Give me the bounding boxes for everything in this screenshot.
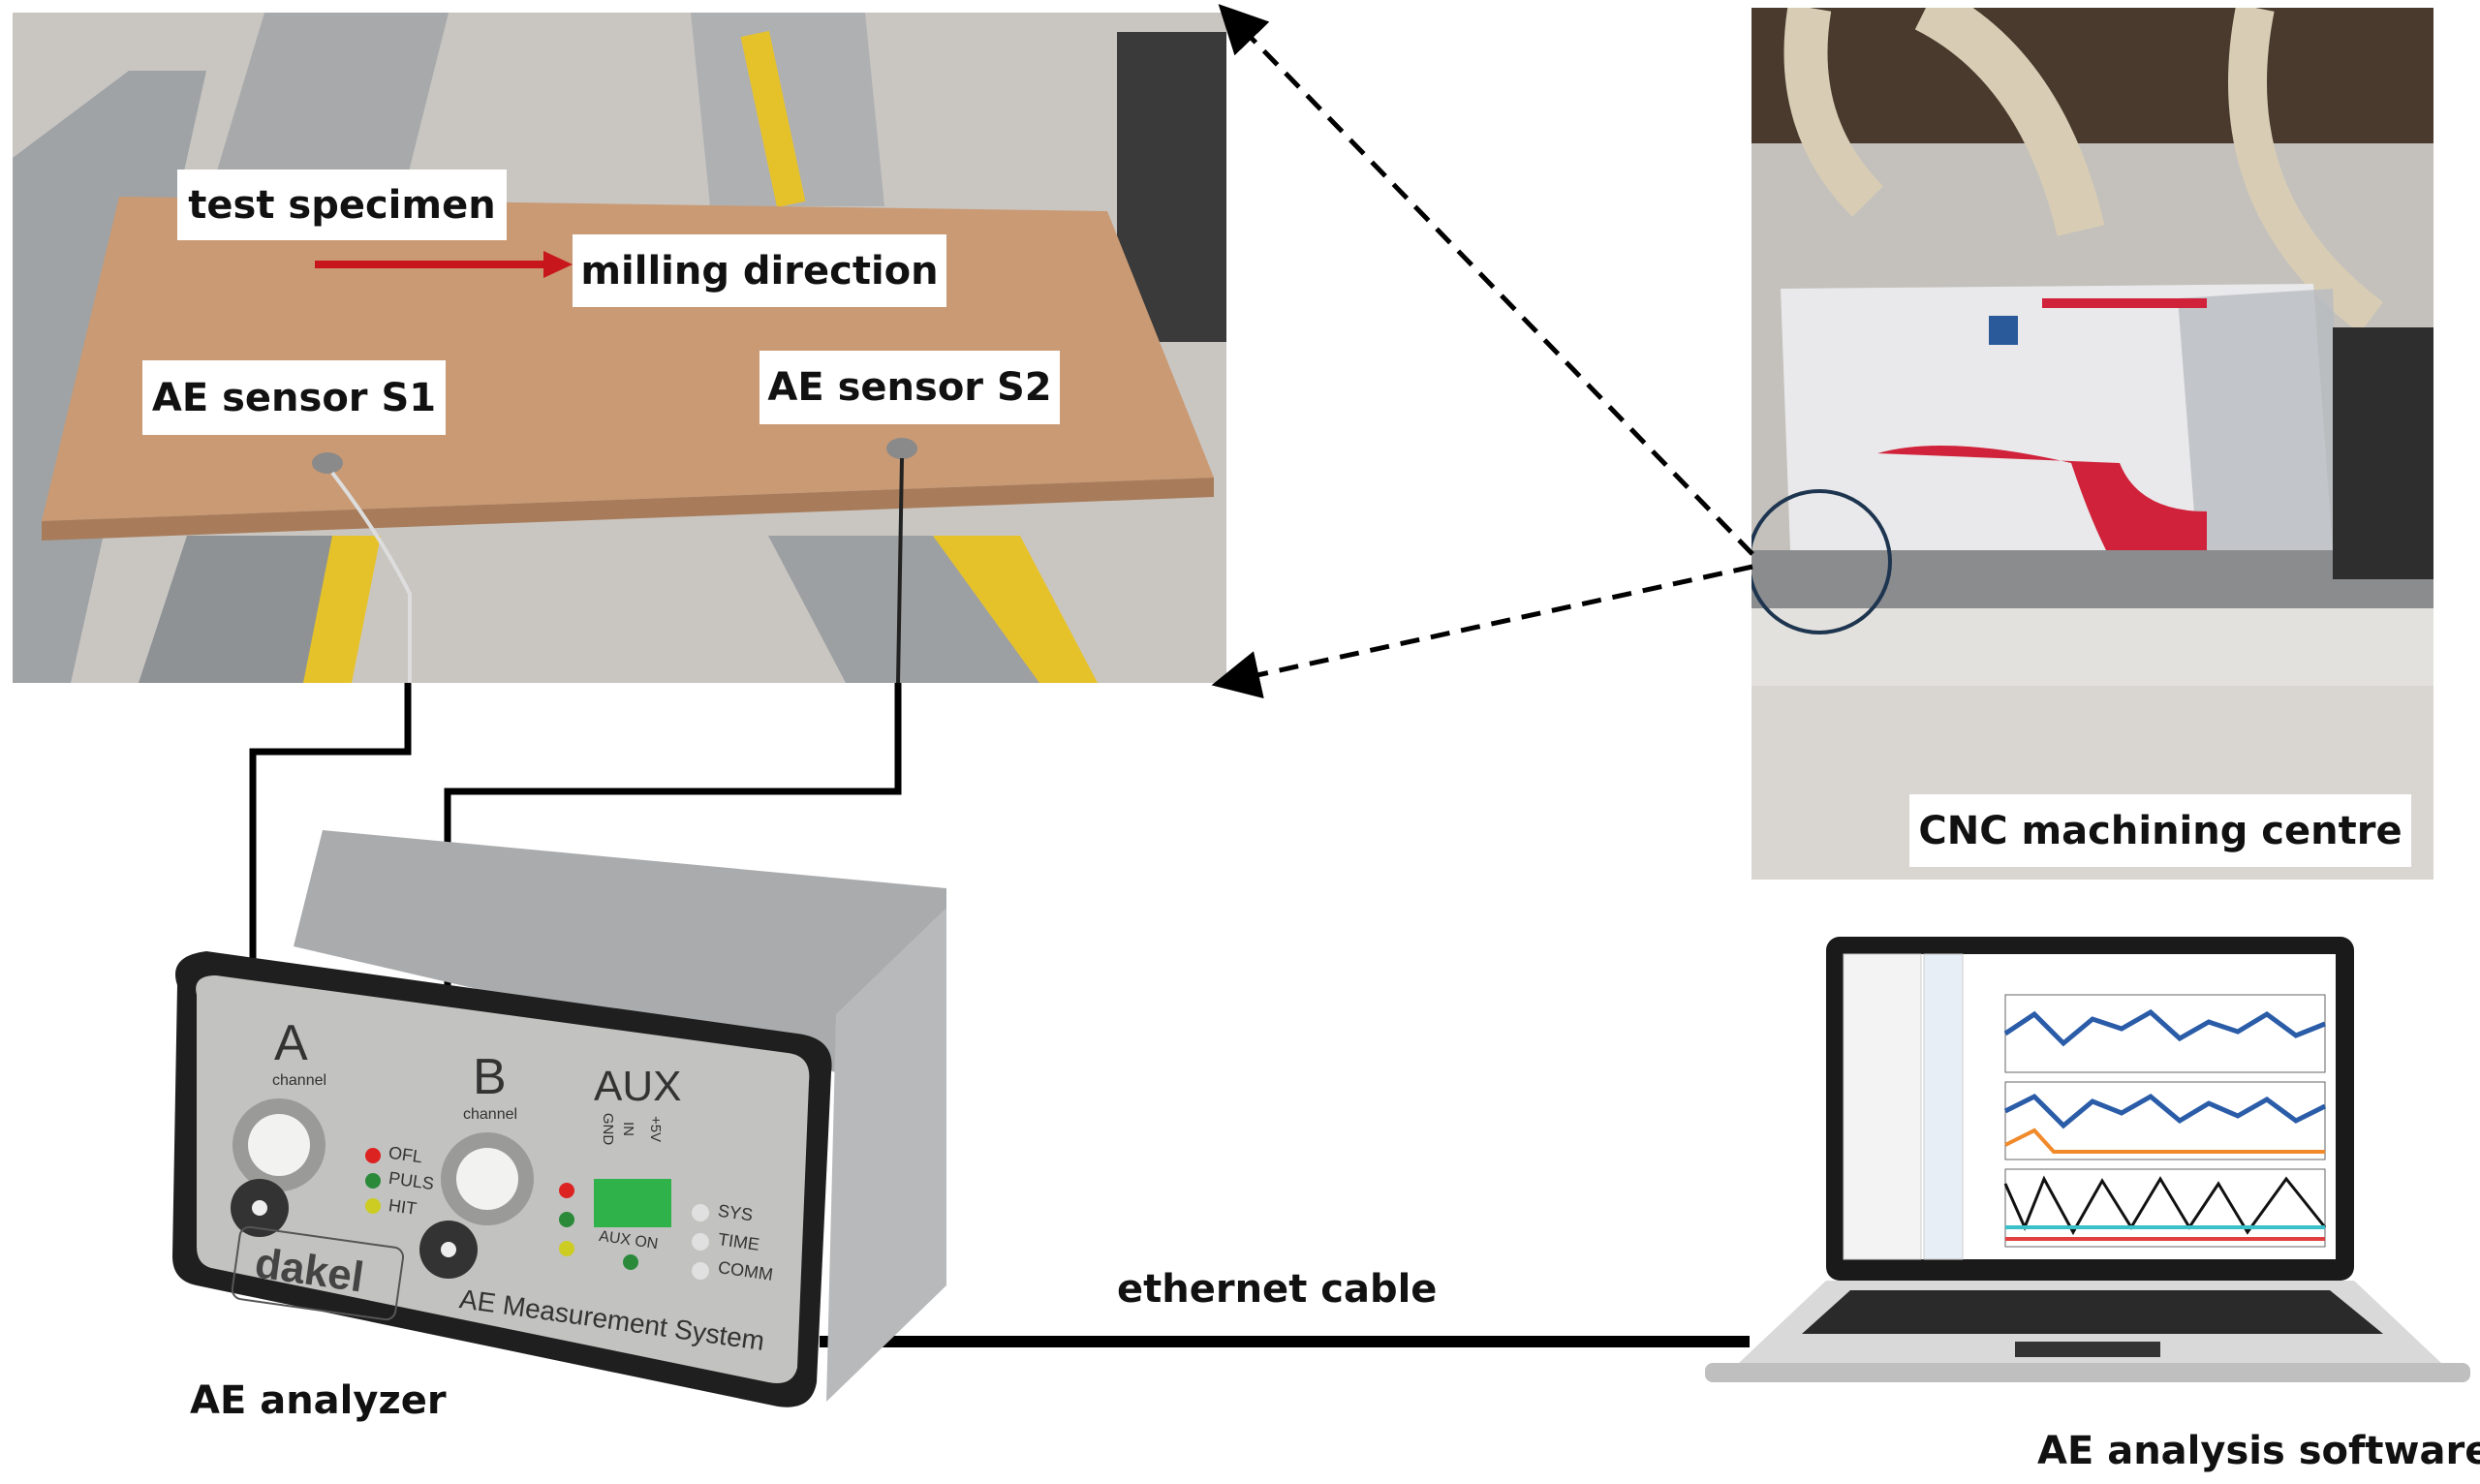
cnc-machine-photo	[1752, 8, 2434, 880]
analyzer-body	[172, 830, 946, 1407]
sensor-s1-label: AE sensor S1	[142, 360, 446, 435]
laptop-graphic	[1705, 937, 2470, 1382]
aux-pin-gnd: GND	[600, 1112, 617, 1146]
software-label: AE analysis software	[2037, 1429, 2480, 1473]
milling-direction-label: milling direction	[573, 234, 946, 307]
specimen-scene	[13, 13, 1226, 683]
ethernet-label: ethernet cable	[1117, 1267, 1438, 1312]
channel-b-letter: B	[473, 1049, 507, 1105]
aux-pin-5v: +5V	[647, 1115, 665, 1143]
channel-a-caption: channel	[272, 1072, 327, 1089]
test-specimen-photo	[13, 13, 1226, 683]
ae-analyzer-device: A channel B channel AUX GND IN +5V OFL P…	[158, 830, 946, 1411]
laptop	[1705, 937, 2470, 1402]
software-plots	[2003, 994, 2327, 1248]
aux-label: AUX	[594, 1063, 682, 1110]
dashed-arrow-bottom	[1211, 564, 1753, 699]
channel-a-letter: A	[274, 1015, 308, 1071]
aux-pin-in: IN	[620, 1122, 636, 1136]
test-specimen-label: test specimen	[177, 170, 507, 240]
dashed-arrow-top	[1218, 4, 1754, 556]
analyzer-label: AE analyzer	[190, 1378, 447, 1423]
led-hit-label: HIT	[387, 1195, 418, 1219]
sensor-s2-label: AE sensor S2	[760, 351, 1060, 424]
cnc-label: CNC machining centre	[1909, 794, 2411, 867]
cnc-scene	[1752, 8, 2434, 880]
channel-b-caption: channel	[463, 1106, 518, 1123]
